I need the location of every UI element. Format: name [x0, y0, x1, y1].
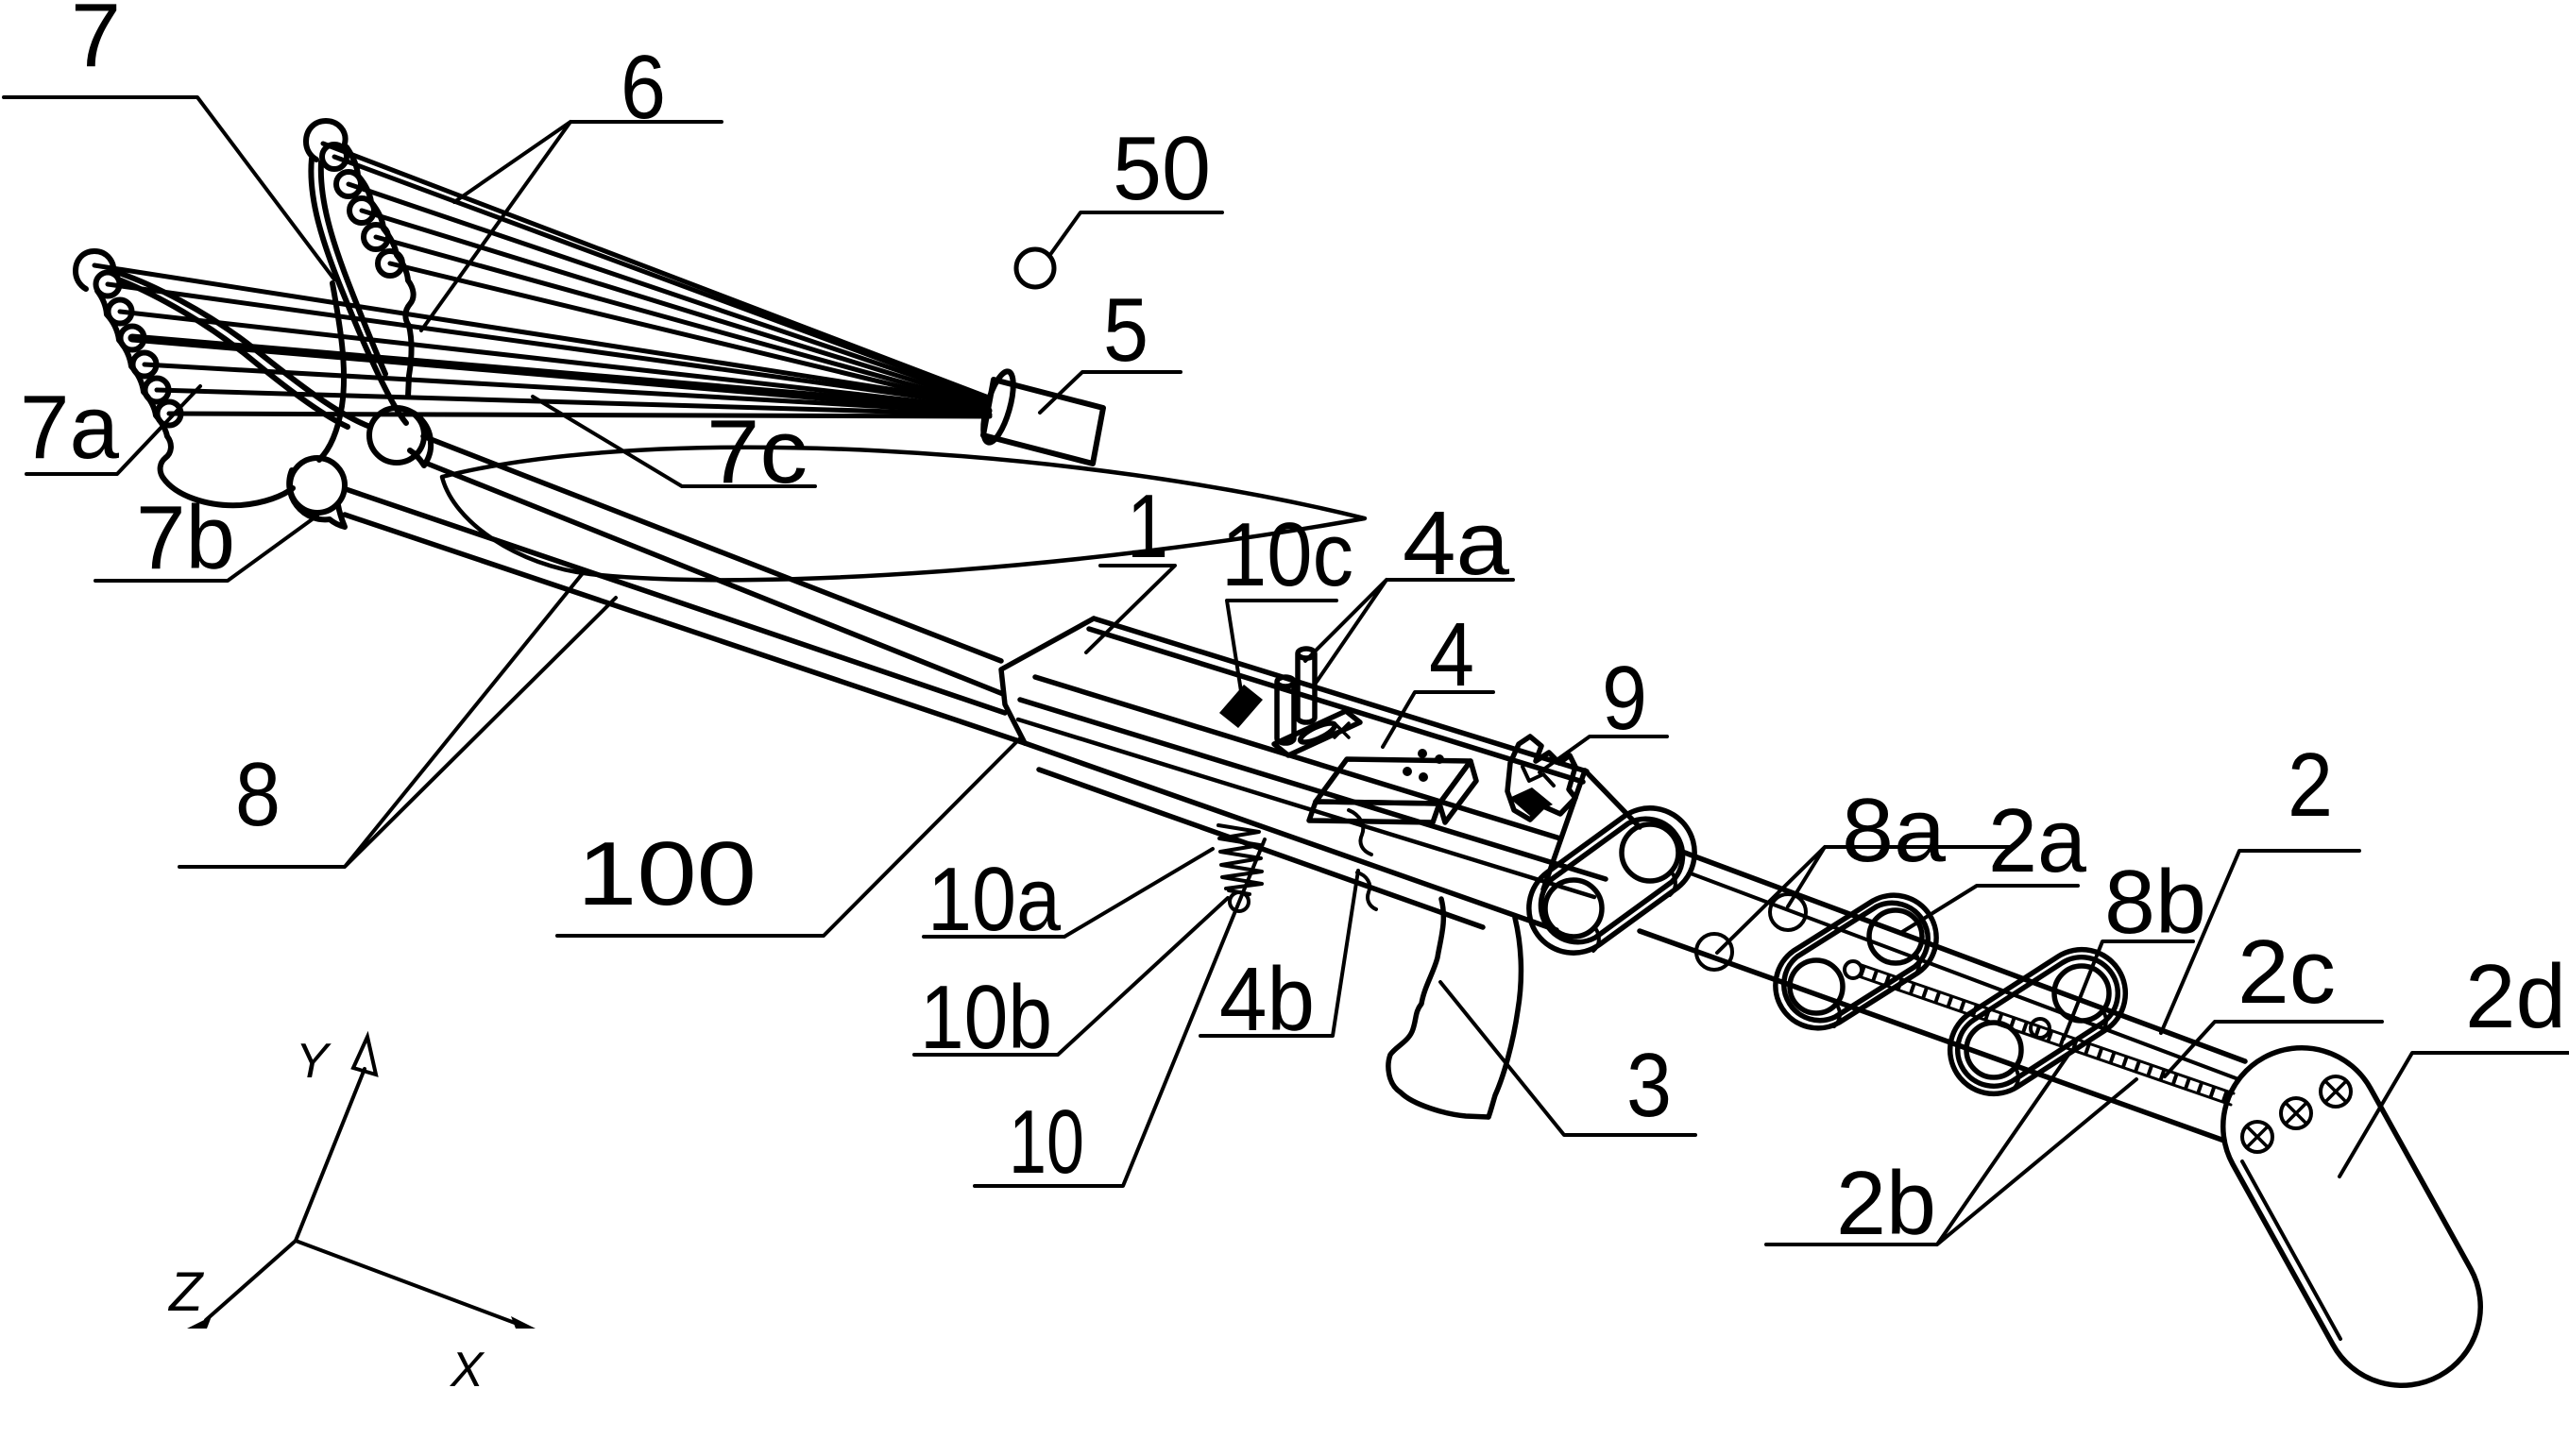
svg-text:7b: 7b — [136, 487, 235, 588]
svg-text:2d: 2d — [2465, 946, 2566, 1047]
svg-text:1: 1 — [1127, 476, 1168, 577]
svg-text:6: 6 — [621, 37, 666, 138]
svg-text:7a: 7a — [20, 377, 120, 478]
svg-text:2c: 2c — [2237, 922, 2336, 1023]
svg-text:8b: 8b — [2104, 852, 2206, 953]
svg-text:10c: 10c — [1221, 504, 1353, 605]
svg-text:7: 7 — [71, 0, 121, 86]
svg-text:4a: 4a — [1403, 493, 1510, 594]
svg-text:10: 10 — [1009, 1092, 1084, 1193]
svg-text:9: 9 — [1602, 648, 1647, 749]
svg-text:2a: 2a — [1988, 790, 2087, 891]
svg-text:7c: 7c — [706, 401, 808, 502]
svg-text:10b: 10b — [920, 967, 1052, 1068]
svg-text:8: 8 — [235, 744, 281, 845]
svg-text:3: 3 — [1626, 1035, 1672, 1136]
svg-text:5: 5 — [1103, 279, 1148, 381]
svg-text:4: 4 — [1429, 604, 1474, 705]
svg-text:4b: 4b — [1219, 949, 1315, 1050]
svg-text:10a: 10a — [927, 849, 1062, 950]
svg-text:50: 50 — [1113, 118, 1211, 219]
svg-text:Y: Y — [296, 1034, 332, 1089]
svg-text:2b: 2b — [1836, 1153, 1936, 1254]
svg-text:2: 2 — [2288, 735, 2333, 836]
svg-text:100: 100 — [577, 823, 757, 924]
svg-text:Z: Z — [167, 1261, 205, 1323]
svg-text:X: X — [450, 1343, 485, 1397]
svg-text:8a: 8a — [1842, 780, 1947, 881]
